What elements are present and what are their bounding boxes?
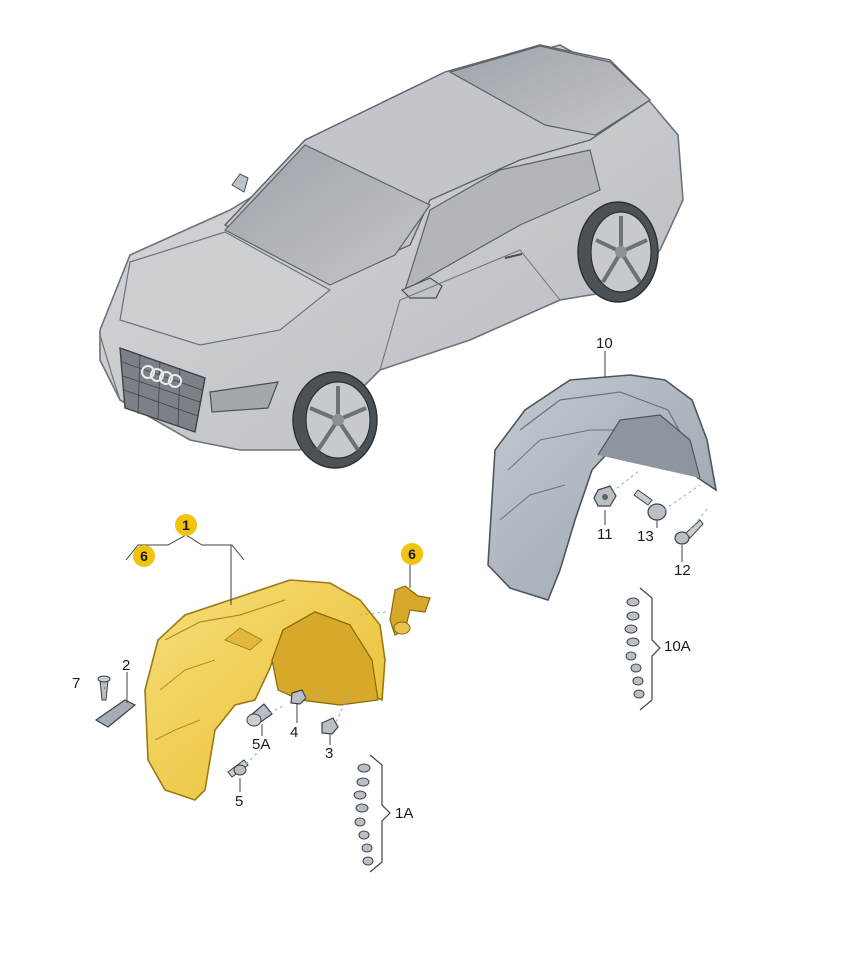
car-illustration [99, 44, 684, 469]
bracket-1a [369, 754, 391, 873]
front-wheelhouse-liner [144, 579, 386, 801]
rear-wheel [577, 201, 659, 303]
label-4: 4 [290, 724, 299, 741]
bolt-5a [246, 703, 273, 727]
front-fasteners [94, 585, 431, 778]
label-7: 7 [72, 675, 81, 692]
rear-wheelhouse-liner [487, 374, 718, 601]
windshield [224, 144, 431, 286]
logo-rings [141, 365, 182, 388]
bolt-13 [633, 489, 667, 521]
label-3: 3 [325, 745, 334, 762]
bracket-2 [94, 699, 137, 728]
callout-1: 1 [175, 514, 197, 536]
label-10a: 10A [664, 638, 691, 655]
nut-3 [321, 717, 339, 735]
label-12: 12 [674, 562, 691, 579]
callout-6-left: 6 [133, 545, 155, 567]
screw-12 [674, 519, 704, 545]
rear-window [448, 45, 651, 136]
label-10: 10 [596, 335, 613, 352]
label-11: 11 [597, 526, 613, 543]
front-wheel [292, 371, 378, 469]
label-2: 2 [122, 657, 131, 674]
callout-6-right: 6 [401, 543, 423, 565]
bracket-6 [389, 585, 431, 636]
fastener-set-10a [624, 597, 645, 699]
label-13: 13 [637, 528, 654, 545]
clip-7 [97, 675, 111, 701]
screw-5 [227, 759, 249, 778]
nut-4 [290, 689, 307, 705]
rear-fasteners [593, 469, 709, 545]
label-5: 5 [235, 793, 244, 810]
bracket-10a [639, 587, 661, 711]
fastener-set-1a [353, 763, 374, 866]
nut-11 [593, 485, 617, 507]
headlight [209, 381, 279, 413]
leader-lines [104, 351, 683, 792]
label-1a: 1A [395, 805, 414, 822]
label-5a: 5A [252, 736, 271, 753]
